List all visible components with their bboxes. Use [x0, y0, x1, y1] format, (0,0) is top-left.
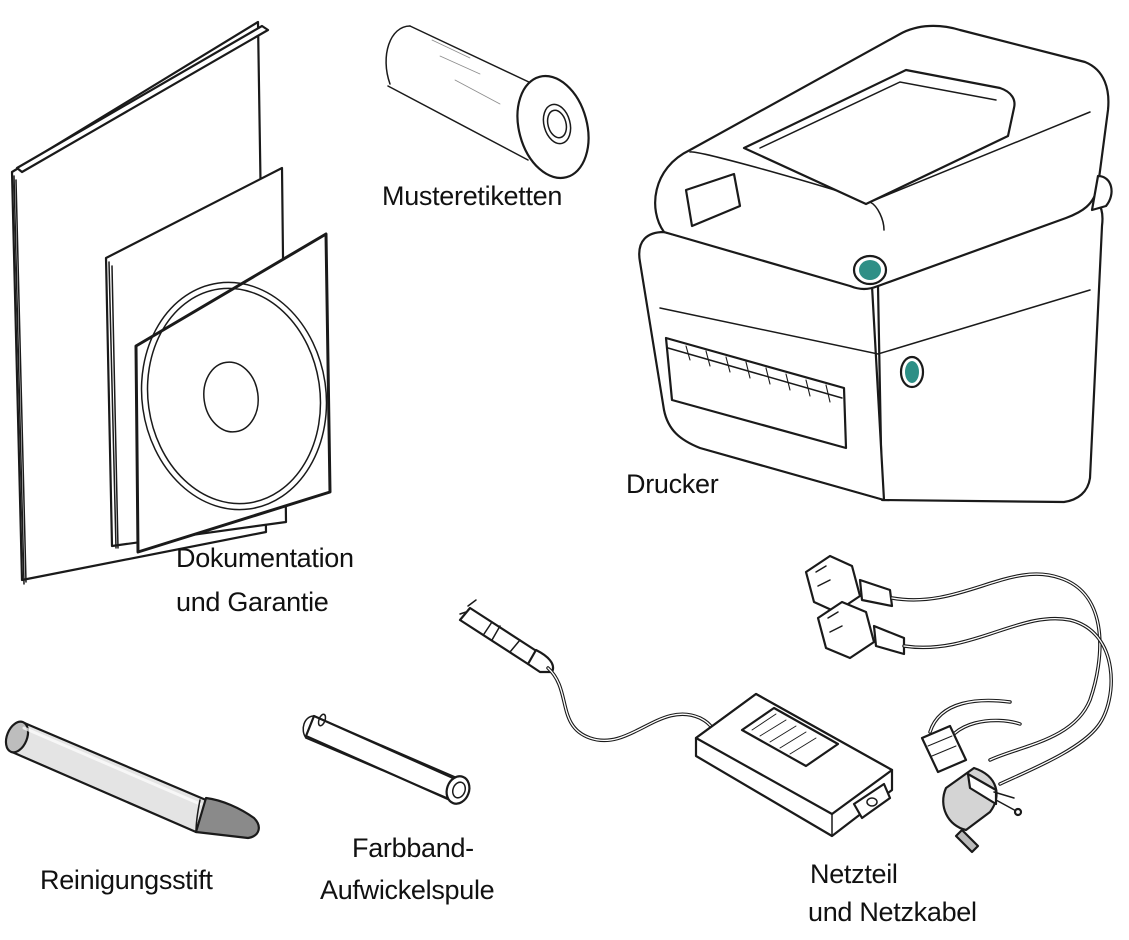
label-drucker: Drucker — [626, 469, 719, 499]
feed-button-icon — [859, 260, 881, 280]
label-dokumentation-line2: und Garantie — [176, 587, 329, 617]
label-farbband-line1: Farbband- — [352, 833, 474, 863]
label-reinigungsstift: Reinigungsstift — [40, 865, 213, 895]
label-farbband-line2: Aufwickelspule — [320, 875, 495, 905]
label-dokumentation-line1: Dokumentation — [176, 543, 354, 573]
power-switch-icon — [905, 361, 919, 383]
label-musteretiketten: Musteretiketten — [382, 181, 563, 211]
power-supply-icon — [458, 599, 894, 838]
printer-icon — [638, 24, 1113, 504]
ribbon-take-up-core-icon — [302, 713, 471, 805]
label-roll-icon — [385, 25, 590, 180]
documentation-icon — [10, 20, 332, 585]
label-netzteil-line1: Netzteil — [810, 859, 898, 889]
power-cables-icon — [804, 554, 1113, 854]
cleaning-pen-icon — [4, 720, 260, 840]
label-netzteil-line2: und Netzkabel — [808, 897, 977, 927]
